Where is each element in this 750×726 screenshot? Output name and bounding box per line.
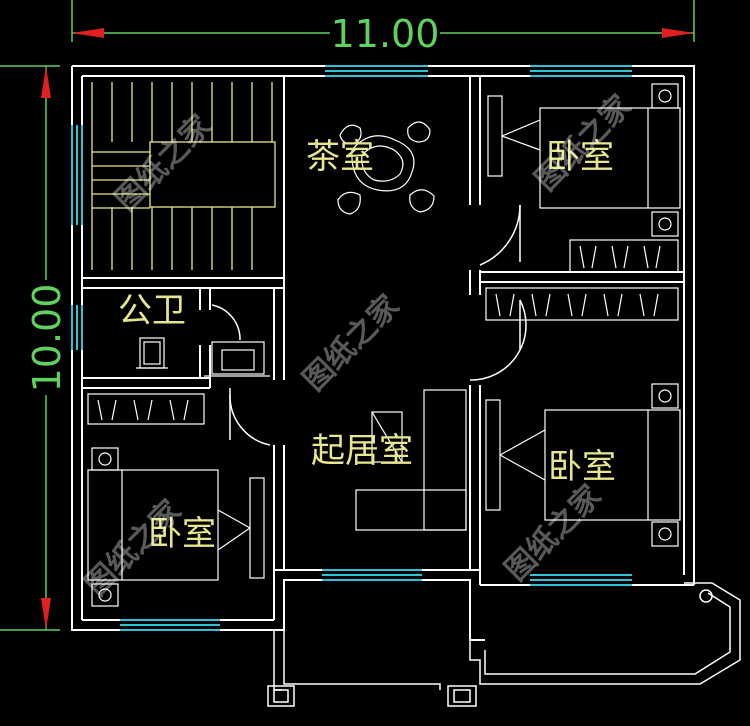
room-label-living-room: 起居室	[311, 431, 413, 471]
wardrobe-mid-right-icon	[485, 287, 679, 321]
room-label-bedroom-mid-right: 卧室	[548, 447, 616, 487]
windows	[71, 65, 632, 631]
watermark: 图纸之家	[498, 478, 608, 588]
room-label-bedroom-left: 卧室	[148, 514, 216, 554]
watermark: 图纸之家	[108, 108, 218, 218]
balcony	[267, 582, 741, 707]
bed-mid-right-icon	[485, 383, 681, 547]
toilet-icon	[136, 337, 168, 369]
bed-left-icon	[87, 447, 265, 607]
bed-top-right-icon	[487, 83, 681, 237]
height-dimension-label: 10.00	[25, 284, 69, 393]
width-dimension-label: 11.00	[331, 12, 440, 56]
wardrobe-left-icon	[87, 393, 205, 425]
arrow-down-icon	[41, 598, 51, 630]
tea-table-icon	[337, 121, 435, 215]
dimension-top	[71, 0, 695, 42]
arrow-left-icon	[72, 28, 104, 38]
watermark: 图纸之家	[296, 288, 406, 398]
wardrobe-top-right-icon	[569, 239, 679, 273]
arrow-right-icon	[662, 28, 694, 38]
room-label-bedroom-top-right: 卧室	[546, 137, 614, 177]
sink-icon	[204, 341, 270, 377]
room-label-public-bath: 公卫	[118, 291, 186, 331]
dimension-left	[0, 65, 60, 631]
interior-walls	[82, 76, 684, 575]
sofa-icon	[355, 389, 467, 531]
doors	[211, 204, 527, 446]
arrow-up-icon	[41, 66, 51, 98]
room-label-tea-room: 茶室	[306, 137, 374, 177]
staircase	[91, 82, 276, 270]
watermark: 图纸之家	[528, 88, 638, 198]
